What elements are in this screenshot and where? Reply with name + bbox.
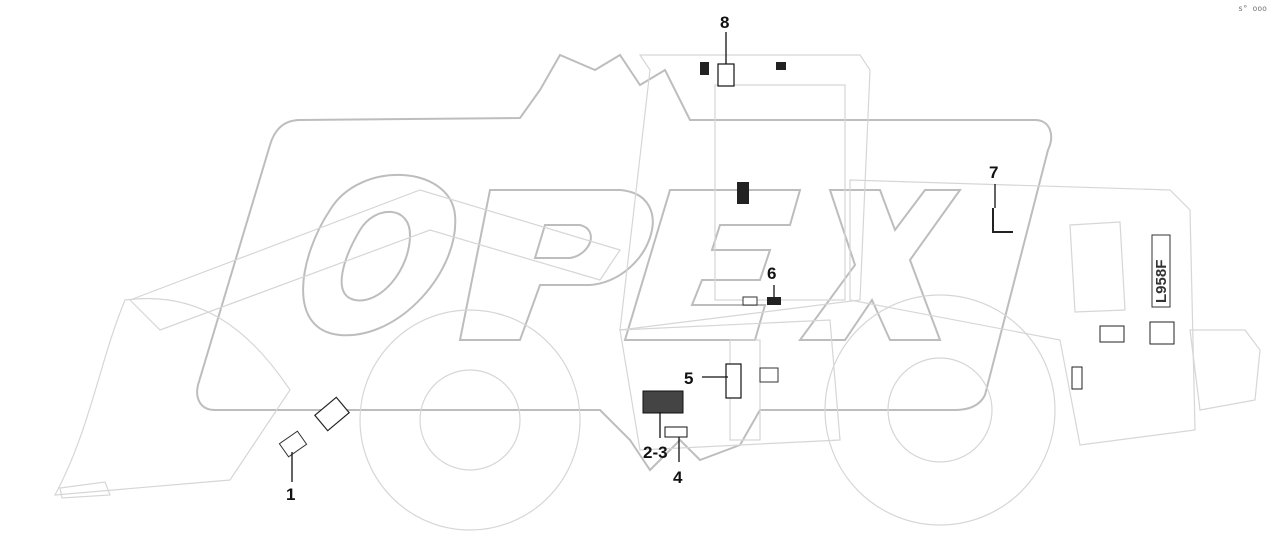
- leader-lines: [291, 32, 996, 482]
- engine-hood: [849, 179, 1196, 446]
- watermark-letter-p: [458, 189, 654, 341]
- watermark-letter-p-inner: [533, 224, 592, 259]
- decal-7: [992, 208, 1013, 233]
- counterweight: [1189, 329, 1261, 411]
- front-wheel-hub: [419, 369, 521, 471]
- decal-cab-inner: [737, 182, 749, 204]
- decal-2-3: [642, 390, 684, 414]
- callout-labels: 1 2-3 4 5 6 7 8: [286, 13, 998, 504]
- model-badge-plate: [1151, 234, 1171, 308]
- cab-outline: [619, 54, 871, 331]
- corner-mark: s° ooo: [1238, 4, 1267, 13]
- watermark-gear-outline: [196, 53, 1053, 472]
- callout-7: 7: [989, 163, 998, 182]
- decal-rear: [1071, 366, 1083, 390]
- decal-8-right: [776, 62, 786, 70]
- watermark-letter-x: [798, 189, 962, 341]
- decals: L958F: [278, 62, 1175, 458]
- cab-window: [714, 84, 846, 301]
- rear-wheel: [824, 294, 1056, 526]
- callout-8: 8: [720, 13, 729, 32]
- decal-warning-pair: [314, 396, 350, 432]
- decal-5: [725, 363, 742, 399]
- watermark-letter-o: [302, 173, 457, 337]
- decal-5-side: [759, 367, 779, 383]
- callout-5: 5: [684, 369, 693, 388]
- callout-4: 4: [673, 468, 683, 487]
- ladder: [729, 339, 761, 441]
- callout-1: 1: [286, 485, 295, 504]
- decal-8: [717, 63, 735, 87]
- decal-6-left: [742, 296, 758, 306]
- lift-arm: [128, 189, 621, 331]
- frame-center: [619, 319, 841, 451]
- decal-8-left: [700, 62, 709, 75]
- hood-grille: [1069, 221, 1126, 313]
- bucket-teeth: [59, 481, 111, 499]
- rear-wheel-hub: [887, 357, 993, 463]
- decal-hood: [1149, 321, 1175, 345]
- decal-4: [664, 426, 688, 438]
- watermark-letter-o-inner: [340, 210, 412, 302]
- bucket: [53, 297, 291, 496]
- callout-2-3: 2-3: [643, 443, 668, 462]
- loader-outline: [53, 54, 1261, 531]
- model-badge: L958F: [1153, 260, 1170, 303]
- decal-1: [278, 430, 308, 458]
- callout-6: 6: [767, 264, 776, 283]
- front-wheel: [359, 309, 581, 531]
- decal-6: [767, 297, 781, 305]
- decal-hood-box: [1099, 325, 1125, 343]
